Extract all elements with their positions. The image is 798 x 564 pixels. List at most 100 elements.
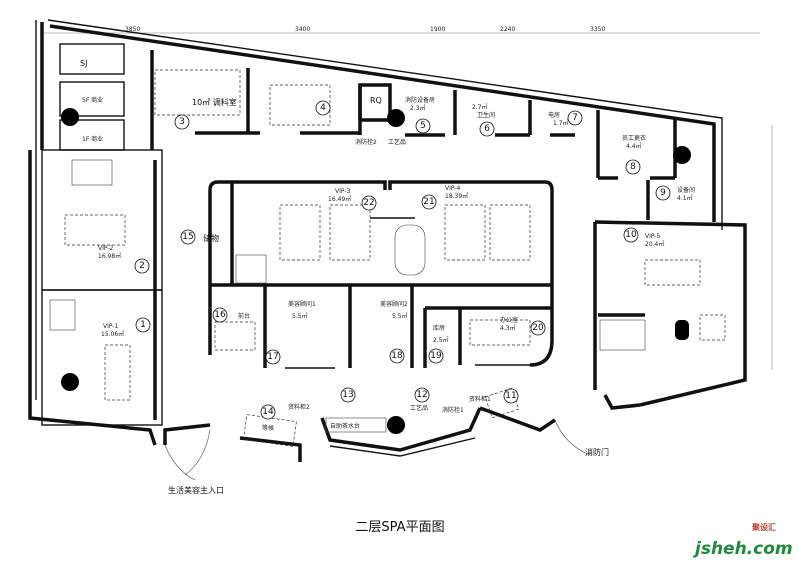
front-area	[164, 387, 591, 481]
fire-door-label: 消防门	[585, 447, 609, 457]
vip5-room	[598, 259, 726, 351]
room-vip3: VIP-3	[335, 188, 351, 195]
svg-text:18: 18	[391, 351, 403, 361]
svg-text:jsheh.com: jsheh.com	[692, 539, 793, 559]
svg-text:18.39㎡: 18.39㎡	[445, 192, 468, 200]
room-number-17: 17	[265, 349, 281, 365]
room-number-19: 19	[428, 348, 444, 364]
room-storage: 储物	[203, 233, 219, 243]
svg-text:15: 15	[182, 232, 193, 242]
room-staff-locker: 员工更衣	[622, 134, 646, 142]
svg-text:5: 5	[420, 121, 426, 131]
left-rooms	[41, 43, 163, 426]
room-seasoning: 10㎡ 调料室	[192, 97, 237, 107]
svg-text:20.4㎡: 20.4㎡	[645, 240, 664, 248]
room-number-22: 22	[361, 195, 377, 211]
svg-text:2240: 2240	[500, 26, 515, 33]
room-number-16: 16	[212, 307, 228, 323]
svg-text:5.5㎡: 5.5㎡	[292, 312, 308, 320]
craft-2: 工艺品	[410, 404, 428, 412]
svg-text:2.5㎡: 2.5㎡	[433, 336, 449, 344]
drawing-title: 二层SPA平面图	[355, 520, 444, 535]
room-numbers: 1 2 3 4 5 6 7 8 9 10 11 12 13 14 15 16 1…	[134, 100, 671, 420]
room-waiting: 等候	[262, 424, 274, 432]
svg-text:3850: 3850	[125, 26, 140, 33]
svg-text:12: 12	[416, 390, 427, 400]
svg-text:4.4㎡: 4.4㎡	[626, 142, 642, 150]
room-number-8: 8	[625, 159, 641, 175]
tea-station: 自助茶水台	[330, 422, 360, 430]
room-number-9: 9	[655, 185, 671, 201]
room-consult-1: 美容顾问1	[288, 300, 316, 308]
svg-text:16.98㎡: 16.98㎡	[98, 252, 121, 260]
room-labels: SJ 5F 商业 1F 商业 10㎡ 调料室 RQ 消防栓2 工艺品 消防设备房…	[80, 59, 695, 432]
room-number-7: 7	[567, 110, 583, 126]
cabinet-2: 资料柜2	[288, 403, 310, 411]
svg-text:13: 13	[342, 390, 353, 400]
svg-text:2.7㎡: 2.7㎡	[472, 103, 488, 111]
room-number-20: 20	[530, 320, 546, 336]
room-fire-equipment: 消防设备房	[405, 96, 435, 104]
room-number-18: 18	[389, 348, 405, 364]
svg-text:21: 21	[423, 197, 434, 207]
room-vip1: VIP-1	[103, 323, 119, 330]
svg-text:10: 10	[625, 230, 637, 240]
room-vip4: VIP-4	[445, 185, 461, 192]
room-number-12: 12	[414, 387, 430, 403]
svg-text:聚设汇: 聚设汇	[751, 522, 776, 532]
fire-hydrant-2: 消防栓2	[355, 138, 377, 146]
central-rooms	[208, 180, 554, 369]
svg-text:11: 11	[505, 391, 516, 401]
svg-text:3350: 3350	[590, 26, 605, 33]
cabinet-1: 资料柜1	[469, 395, 491, 403]
room-number-15: 15	[180, 229, 196, 245]
room-number-6: 6	[479, 121, 495, 137]
svg-text:2: 2	[139, 261, 145, 271]
svg-text:1900: 1900	[430, 26, 445, 33]
room-number-4: 4	[315, 100, 331, 116]
room-number-11: 11	[503, 388, 519, 404]
room-number-13: 13	[340, 387, 356, 403]
room-electric: 电房	[548, 111, 560, 119]
room-consult-2: 美容顾问2	[380, 300, 408, 308]
room-vip2: VIP-2	[98, 245, 114, 252]
fire-hydrant-1: 消防栓1	[442, 406, 464, 414]
room-reception: 前台	[238, 312, 250, 320]
svg-text:20: 20	[532, 323, 544, 333]
svg-text:19: 19	[430, 351, 442, 361]
room-vip5: VIP-5	[645, 233, 661, 240]
room-office: 办公室	[500, 316, 518, 324]
room-rq: RQ	[370, 96, 382, 105]
svg-text:2.3㎡: 2.3㎡	[410, 104, 426, 112]
svg-text:8: 8	[630, 162, 636, 172]
outer-walls	[28, 19, 747, 462]
svg-text:15.06㎡: 15.06㎡	[101, 330, 124, 338]
svg-text:14: 14	[262, 407, 274, 417]
svg-text:17: 17	[267, 352, 278, 362]
site-logo: 聚设汇 jsheh.com	[692, 522, 793, 559]
room-number-14: 14	[260, 404, 276, 420]
svg-text:4.3㎡: 4.3㎡	[500, 324, 516, 332]
svg-text:22: 22	[363, 198, 374, 208]
room-number-1: 1	[135, 317, 151, 333]
svg-text:16: 16	[214, 310, 226, 320]
top-rooms	[154, 68, 677, 390]
room-shop-5f: 5F 商业	[82, 96, 103, 104]
svg-text:5.5㎡: 5.5㎡	[392, 312, 408, 320]
room-number-10: 10	[623, 227, 639, 243]
svg-text:7: 7	[572, 113, 578, 123]
room-shop-1f: 1F 商业	[82, 135, 103, 143]
room-number-3: 3	[174, 114, 190, 130]
room-warehouse: 库房	[433, 324, 445, 332]
svg-text:1.7㎡: 1.7㎡	[553, 119, 569, 127]
svg-text:3: 3	[179, 117, 185, 127]
room-sj: SJ	[80, 59, 87, 68]
svg-text:4.1㎡: 4.1㎡	[677, 194, 693, 202]
room-number-2: 2	[134, 258, 150, 274]
svg-text:9: 9	[660, 188, 666, 198]
room-equipment: 设备间	[677, 186, 695, 194]
room-toilet: 卫生间	[477, 111, 495, 119]
room-number-5: 5	[415, 118, 431, 134]
svg-text:1: 1	[140, 320, 146, 330]
